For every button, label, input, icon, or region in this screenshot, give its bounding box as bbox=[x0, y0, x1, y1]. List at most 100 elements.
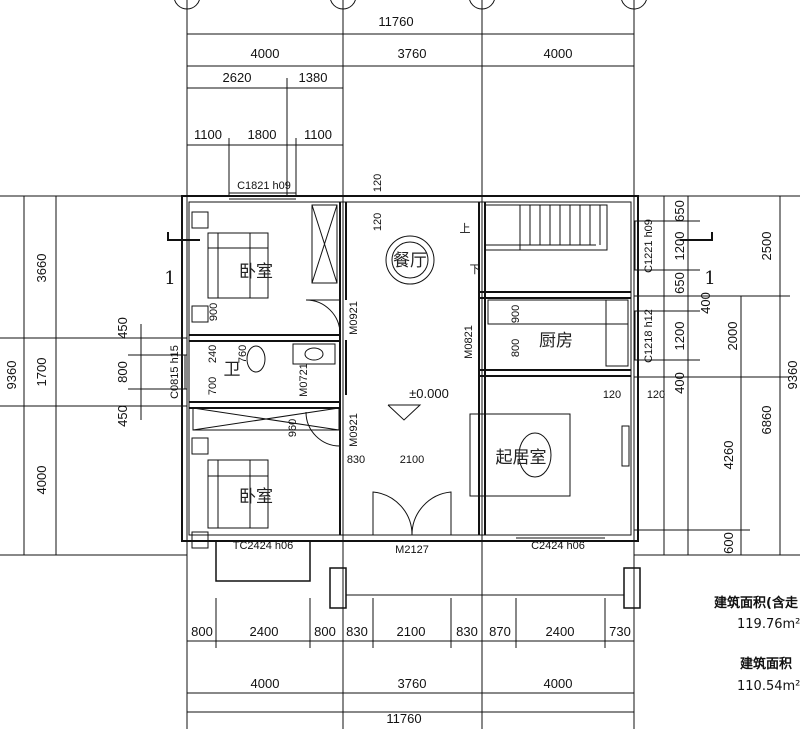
dim-right: 400 bbox=[672, 372, 687, 394]
area-label-2: 建筑面积 bbox=[740, 656, 792, 672]
outer-wall-inner bbox=[188, 201, 632, 536]
sink-basin bbox=[304, 347, 324, 361]
dim-interior: 120 bbox=[603, 389, 621, 401]
label-window: C1218 h12 bbox=[643, 309, 655, 363]
dim-right: 1200 bbox=[672, 232, 687, 261]
label-stair-up: 上 bbox=[460, 222, 471, 235]
dim-left: 800 bbox=[115, 361, 130, 383]
dim-interior: 120 bbox=[647, 389, 665, 401]
dim-interior: 120 bbox=[372, 174, 384, 192]
outer-wall bbox=[181, 195, 639, 542]
dim-top: 1800 bbox=[248, 127, 277, 142]
label-door: M0821 bbox=[463, 325, 475, 359]
kitchen-counter bbox=[487, 299, 629, 325]
label-door: M2127 bbox=[395, 544, 429, 556]
dim-bottom: 2100 bbox=[397, 624, 426, 639]
door-swing bbox=[305, 299, 341, 335]
dim-right: 2500 bbox=[759, 232, 774, 261]
dim-bottom: 3760 bbox=[398, 676, 427, 691]
bed bbox=[207, 459, 269, 529]
wardrobe-cross bbox=[311, 204, 338, 284]
area-value-1: 119.76m² bbox=[737, 617, 800, 632]
dim-bottom: 800 bbox=[314, 624, 336, 639]
axis-bubble bbox=[174, 0, 200, 10]
dim-right: 6860 bbox=[759, 406, 774, 435]
bay-window bbox=[215, 540, 311, 582]
room-bedroom-1: 卧室 bbox=[239, 262, 273, 282]
toilet bbox=[246, 345, 266, 373]
dim-top: 1100 bbox=[304, 127, 332, 142]
porch-column bbox=[329, 567, 347, 609]
nightstand bbox=[191, 305, 209, 323]
area-value-2: 110.54m² bbox=[737, 679, 800, 694]
label-window: TC2424 h06 bbox=[233, 540, 294, 552]
dim-top: 1100 bbox=[194, 127, 222, 142]
dim-interior: 760 bbox=[237, 345, 249, 363]
dim-total-bottom: 11760 bbox=[386, 711, 421, 726]
sofa bbox=[469, 413, 571, 497]
label-door: M0921 bbox=[348, 413, 360, 447]
axis-bubble bbox=[621, 0, 647, 10]
dim-left: 450 bbox=[115, 317, 130, 339]
dim-bottom: 800 bbox=[191, 624, 213, 639]
dim-interior: 800 bbox=[510, 339, 522, 357]
tv-cabinet bbox=[621, 425, 630, 467]
label-door: M0921 bbox=[348, 301, 360, 335]
door-swing bbox=[305, 411, 341, 447]
room-dining: 餐厅 bbox=[393, 251, 427, 271]
dim-interior: 900 bbox=[208, 303, 220, 321]
dim-interior: 240 bbox=[207, 345, 219, 363]
label-stair-down: 下 bbox=[470, 264, 481, 276]
dim-bottom: 2400 bbox=[546, 624, 575, 639]
axis-bubble bbox=[330, 0, 356, 10]
dim-bottom: 830 bbox=[346, 624, 368, 639]
elevation-symbol bbox=[387, 404, 422, 421]
nightstand bbox=[191, 437, 209, 455]
dim-left: 1700 bbox=[34, 358, 49, 387]
dim-interior: 960 bbox=[287, 419, 299, 437]
nightstand bbox=[191, 531, 209, 549]
dim-right: 1200 bbox=[672, 322, 687, 351]
dim-top: 4000 bbox=[544, 46, 573, 61]
dim-interior: 700 bbox=[207, 377, 219, 395]
dim-left: 450 bbox=[115, 405, 130, 427]
coffee-table bbox=[518, 432, 552, 478]
dim-total-top: 11760 bbox=[378, 14, 413, 29]
dim-top: 2620 bbox=[223, 70, 252, 85]
room-kitchen: 厨房 bbox=[539, 331, 573, 351]
nightstand bbox=[191, 211, 209, 229]
sink bbox=[292, 343, 336, 365]
dim-bottom: 4000 bbox=[544, 676, 573, 691]
dim-interior: 830 bbox=[347, 454, 365, 466]
label-window: C2424 h06 bbox=[531, 540, 585, 552]
dim-bottom: 2400 bbox=[250, 624, 279, 639]
wardrobe bbox=[311, 204, 338, 284]
area-label-1: 建筑面积(含走 bbox=[714, 595, 799, 611]
room-living: 起居室 bbox=[496, 448, 547, 468]
dim-left: 3660 bbox=[34, 254, 49, 283]
wardrobe-cross bbox=[192, 407, 340, 431]
dim-interior: 2100 bbox=[400, 454, 424, 466]
stair bbox=[484, 204, 608, 251]
dim-interior: 120 bbox=[372, 213, 384, 231]
wardrobe bbox=[192, 407, 340, 431]
dim-total-left: 9360 bbox=[4, 361, 19, 390]
dim-left: 4000 bbox=[34, 466, 49, 495]
dim-bottom: 730 bbox=[609, 624, 631, 639]
label-window: C1821 h09 bbox=[237, 180, 291, 192]
dim-right: 600 bbox=[721, 532, 736, 554]
dim-right: 650 bbox=[672, 272, 687, 294]
dim-right: 2000 bbox=[725, 322, 740, 351]
dim-bottom: 4000 bbox=[251, 676, 280, 691]
dim-top: 4000 bbox=[251, 46, 280, 61]
section-number-right: 1 bbox=[704, 268, 715, 289]
section-marker bbox=[680, 232, 713, 241]
axis-bubble bbox=[469, 0, 495, 10]
porch-column bbox=[623, 567, 641, 609]
label-window: C1221 h09 bbox=[643, 219, 655, 273]
dim-interior: 900 bbox=[510, 305, 522, 323]
section-number-left: 1 bbox=[164, 268, 175, 289]
dim-right: 650 bbox=[672, 200, 687, 222]
kitchen-counter bbox=[605, 299, 629, 367]
label-door: M0721 bbox=[298, 363, 310, 397]
